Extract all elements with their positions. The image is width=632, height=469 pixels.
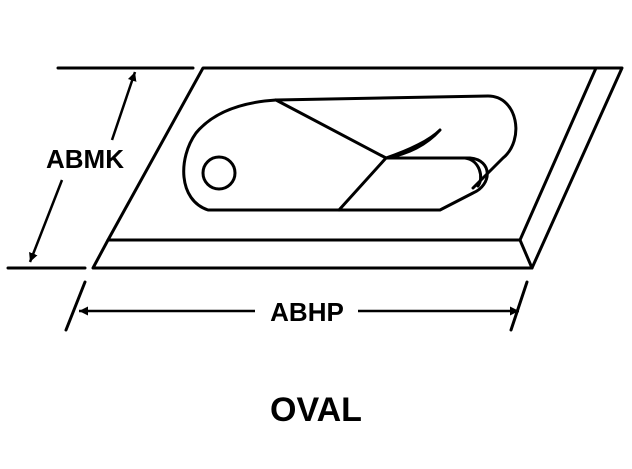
handle-crease-lower <box>337 156 388 212</box>
handle-crease-upper <box>274 98 388 160</box>
abhp-label: ABHP <box>270 297 344 327</box>
plate-outline <box>106 66 598 242</box>
abhp-extension-left <box>64 280 87 332</box>
abmk-dimension-line-upper <box>110 71 137 141</box>
oval-handle <box>182 98 489 212</box>
plate-front-edge <box>91 238 534 270</box>
abhp-extension-right <box>509 280 529 332</box>
handle-inner-curve <box>384 156 483 188</box>
abmk-label: ABMK <box>46 144 124 174</box>
shape-caption: OVAL <box>270 391 362 429</box>
oval-handle-outer <box>274 94 518 190</box>
plate-right-bevel <box>530 66 624 270</box>
abmk-dimension-line-lower <box>28 179 64 263</box>
mounting-hole <box>201 155 237 191</box>
